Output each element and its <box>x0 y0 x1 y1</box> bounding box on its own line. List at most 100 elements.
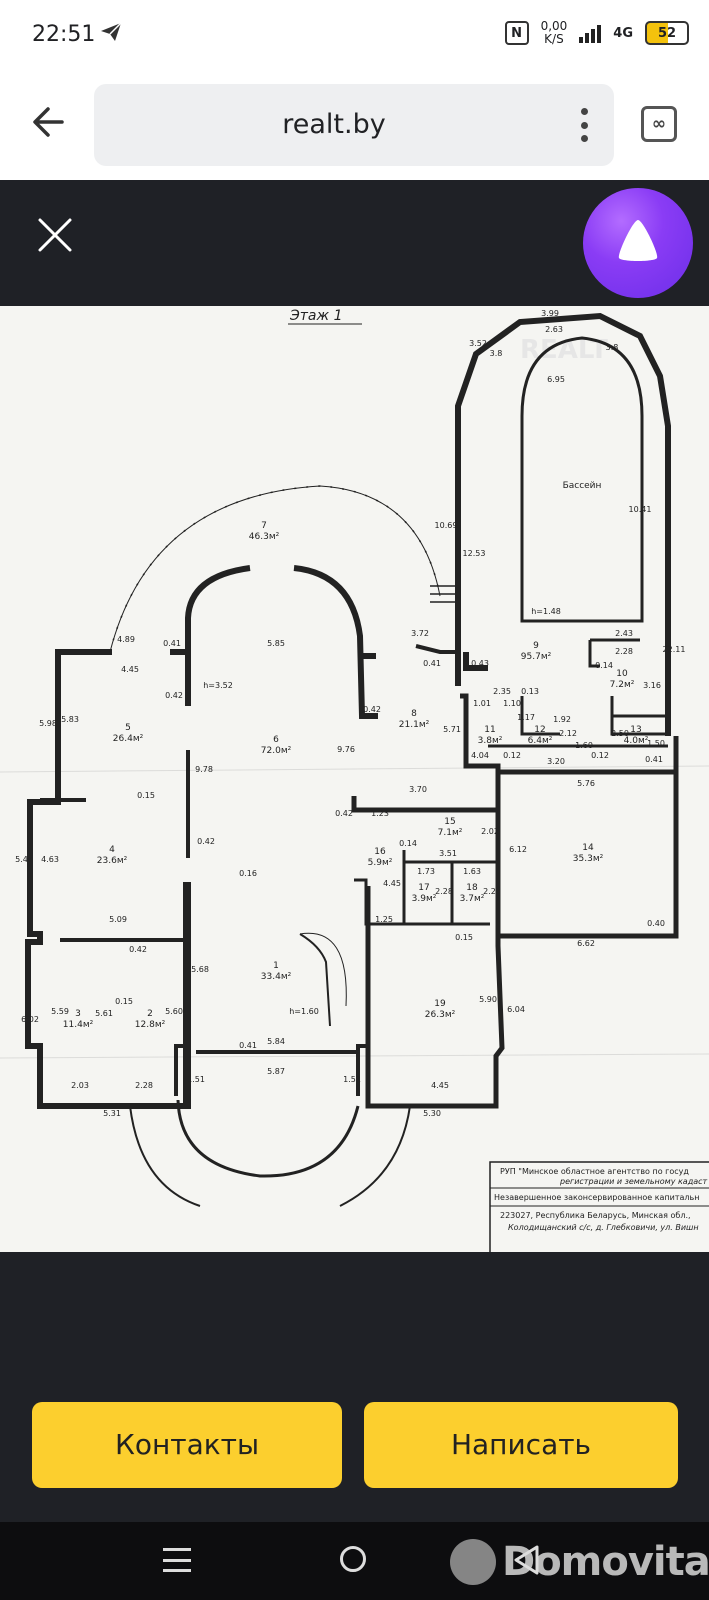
dimension-label: 2.03 <box>71 1081 89 1090</box>
close-icon[interactable] <box>36 216 74 254</box>
room-number: 7 <box>261 521 267 531</box>
room-number: 2 <box>147 1009 153 1019</box>
dimension-label: 5.47 <box>15 855 33 864</box>
url-text: realt.by <box>282 109 386 140</box>
room-area: 72.0м² <box>261 746 292 756</box>
dimension-label: 5.61 <box>95 1009 113 1018</box>
dimension-label: 3.70 <box>409 785 427 794</box>
dimension-label: 0.42 <box>165 691 183 700</box>
dimension-label: 2.28 <box>135 1081 153 1090</box>
dimension-label: 0.15 <box>137 791 155 800</box>
room-number: 3 <box>75 1009 81 1019</box>
dimension-label: 0.41 <box>423 659 441 668</box>
alice-icon <box>618 220 658 261</box>
dimension-label: 5.60 <box>165 1007 183 1016</box>
room-number: 16 <box>374 847 386 857</box>
dimension-label: 2.12 <box>559 729 577 738</box>
room-number: 11 <box>484 725 495 735</box>
back-arrow-icon[interactable] <box>28 102 68 142</box>
contacts-button[interactable]: Контакты <box>32 1402 342 1488</box>
room-area: 6.4м² <box>528 736 553 746</box>
address-bar[interactable]: realt.by <box>94 84 614 166</box>
dimension-label: 1.17 <box>517 713 535 722</box>
dimension-label: h=3.52 <box>203 681 233 690</box>
paper-plane-icon <box>100 22 122 47</box>
dimension-label: 0.43 <box>471 659 489 668</box>
alice-assistant-button[interactable] <box>583 188 693 298</box>
battery-icon: 52 <box>645 21 689 45</box>
dimension-label: 1.01 <box>473 699 491 708</box>
room-area: 3.8м² <box>478 736 503 746</box>
dimension-label: 1.73 <box>417 867 435 876</box>
room-area: 35.3м² <box>573 854 604 864</box>
room-number: 19 <box>434 999 446 1009</box>
dimension-label: 0.41 <box>163 639 181 648</box>
battery-level: 52 <box>657 25 677 41</box>
dimension-label: 1.92 <box>553 715 571 724</box>
room-area: 21.1м² <box>399 720 430 730</box>
dimension-label: 0.41 <box>645 755 663 764</box>
room-number: 5 <box>125 723 131 733</box>
room-number: 8 <box>411 709 417 719</box>
dimension-label: 10.69 <box>435 521 458 530</box>
dimension-label: 4.89 <box>117 635 135 644</box>
room-area: 12.8м² <box>135 1020 166 1030</box>
dimension-label: 5.30 <box>423 1109 441 1118</box>
dimension-label: 6.02 <box>21 1015 39 1024</box>
home-icon[interactable] <box>340 1546 366 1572</box>
dimension-label: 6.62 <box>577 939 595 948</box>
room-area: 23.6м² <box>97 856 128 866</box>
dimension-label: 0.42 <box>197 837 215 846</box>
dimension-label: h=1.60 <box>289 1007 319 1016</box>
room-number: 4 <box>109 845 115 855</box>
dimension-label: 1.50 <box>647 739 665 748</box>
room-number: 15 <box>444 817 455 827</box>
room-number: 13 <box>630 725 641 735</box>
dimension-label: 0.41 <box>239 1041 257 1050</box>
write-message-button[interactable]: Написать <box>364 1402 678 1488</box>
dimension-label: 0.42 <box>335 809 353 818</box>
room-area: 26.3м² <box>425 1010 456 1020</box>
dimension-label: 5.31 <box>103 1109 121 1118</box>
floor-plan-image[interactable]: Этаж 1 REALT <box>0 306 709 1252</box>
more-menu-icon[interactable] <box>580 108 588 142</box>
room-number: 6 <box>273 735 279 745</box>
dimension-label: 0.16 <box>239 869 257 878</box>
domovita-watermark: Domovita <box>450 1532 709 1592</box>
dimension-label: h=1.48 <box>531 607 561 616</box>
dimension-label: 0.15 <box>115 997 133 1006</box>
recent-apps-icon[interactable] <box>163 1548 191 1572</box>
nfc-icon: N <box>504 21 529 45</box>
dimension-label: 0.12 <box>591 751 609 760</box>
dimension-label: 0.14 <box>595 661 613 670</box>
dimension-label: 0.15 <box>455 933 473 942</box>
action-area: Контакты Написать <box>0 1252 709 1522</box>
dimension-label: 5.09 <box>109 915 127 924</box>
network-type: 4G <box>613 25 633 41</box>
room-area: 7.1м² <box>438 828 463 838</box>
signal-icon <box>579 23 602 43</box>
dimension-label: 5.90 <box>479 995 497 1004</box>
dimension-label: 3.99 <box>541 309 559 318</box>
dimension-label: 22.11 <box>663 645 686 654</box>
dimension-label: 5.68 <box>191 965 209 974</box>
dimension-label: 1.51 <box>343 1075 361 1084</box>
room-number: 9 <box>533 641 539 651</box>
dimension-label: 2.35 <box>493 687 511 696</box>
dimension-label: 2.02 <box>481 827 499 836</box>
room-area: 46.3м² <box>249 532 280 542</box>
room-area: 11.4м² <box>63 1020 94 1030</box>
dimension-label: 1.10 <box>503 699 521 708</box>
dimension-label: 0.12 <box>503 751 521 760</box>
tabs-icon[interactable]: ∞ <box>641 106 677 142</box>
dimension-label: 6.95 <box>547 375 565 384</box>
back-triangle-icon[interactable] <box>512 1544 540 1576</box>
system-navigation-bar: Domovita <box>0 1522 709 1600</box>
dimension-label: 6.04 <box>507 1005 525 1014</box>
speed-value: 0,00 <box>540 19 568 33</box>
pool-label: Бассейн <box>563 481 602 491</box>
dimension-label: 0.13 <box>521 687 539 696</box>
dimension-label: 0.40 <box>647 919 665 928</box>
status-bar: 22:51 N 0,00 K/S 4G 52 <box>0 0 709 70</box>
room-area: 3.9м² <box>412 894 437 904</box>
